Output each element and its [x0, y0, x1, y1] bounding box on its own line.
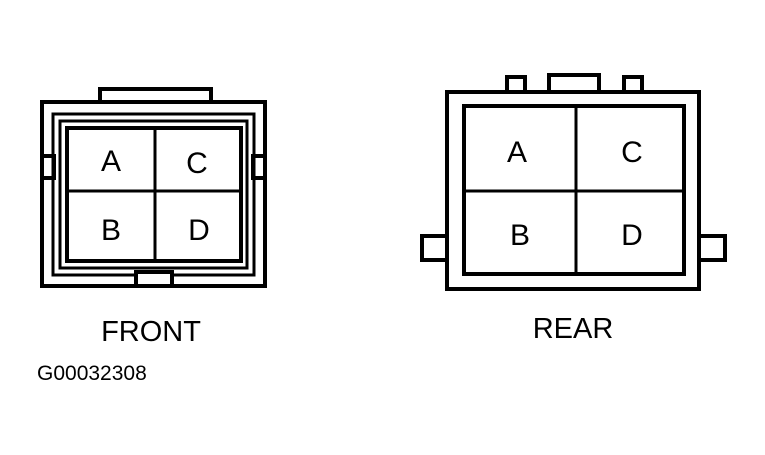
- rear-pin-d-label: D: [621, 219, 643, 252]
- front-bottom-key: [134, 270, 174, 288]
- rear-right-ear: [696, 234, 727, 262]
- rear-pin-c-label: C: [621, 136, 643, 169]
- front-pin-a-label: A: [101, 145, 121, 178]
- rear-caption: REAR: [533, 313, 614, 345]
- rear-connector: A C B D REAR: [420, 73, 727, 345]
- front-connector: A C B D FRONT: [40, 87, 267, 348]
- front-pin-b-label: B: [101, 214, 121, 247]
- rear-pin-a-label: A: [507, 136, 527, 169]
- front-inner-wall-2: [58, 119, 249, 270]
- front-caption: FRONT: [101, 316, 201, 348]
- front-pin-d-label: D: [188, 214, 210, 247]
- rear-left-ear: [420, 234, 451, 262]
- figure-id: G00032308: [37, 362, 147, 385]
- rear-pin-b-label: B: [510, 219, 530, 252]
- front-pin-c-label: C: [186, 147, 208, 180]
